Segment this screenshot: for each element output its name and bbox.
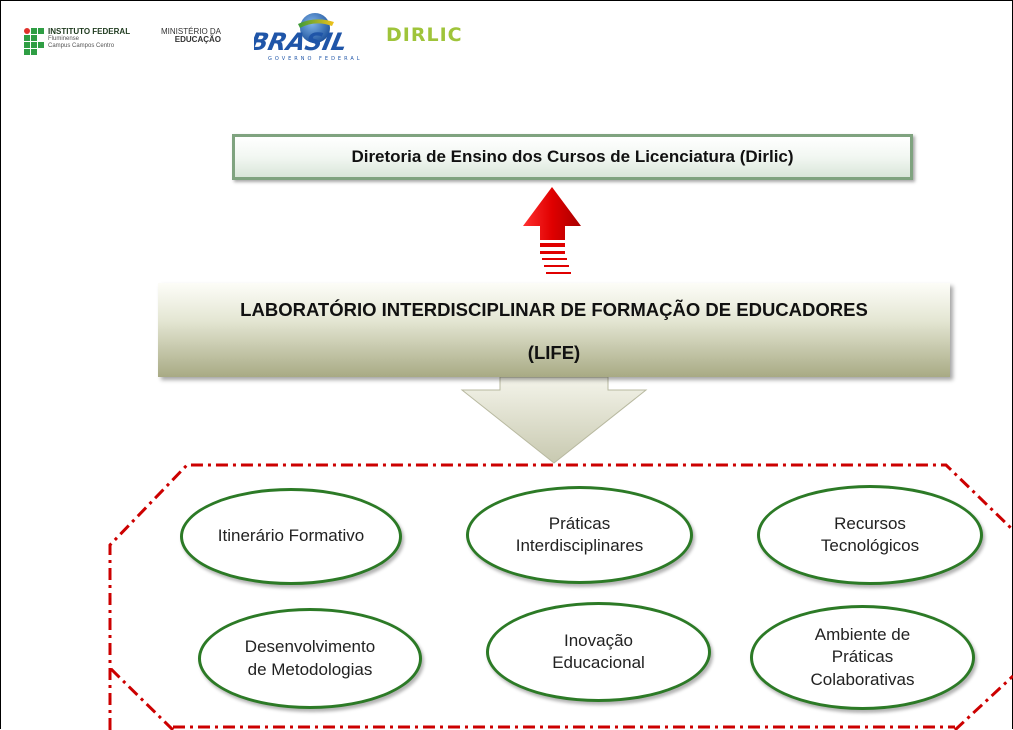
topic-itinerario-formativo: Itinerário Formativo (180, 488, 402, 585)
dirlic-box-label: Diretoria de Ensino dos Cursos de Licenc… (351, 147, 794, 166)
down-arrow-icon (460, 376, 648, 464)
mec-logo: MINISTÉRIO DA EDUCAÇÃO (161, 27, 222, 45)
brasil-logo-word: BRASIL (254, 27, 350, 56)
instituto-federal-logo: INSTITUTO FEDERAL Fluminense Campus Camp… (24, 27, 131, 55)
mec-logo-line2: EDUCAÇÃO (174, 35, 222, 45)
dirlic-logo-word: DIRLIC (386, 24, 463, 46)
topic-praticas-interdisciplinares: Práticas Interdisciplinares (466, 486, 693, 584)
if-logo-line2: Fluminense (48, 36, 80, 43)
life-box-abbr: (LIFE) (527, 342, 581, 363)
life-box-title: LABORATÓRIO INTERDISCIPLINAR DE FORMAÇÃO… (240, 299, 868, 320)
topic-desenvolvimento-metodologias: Desenvolvimento de Metodologias (198, 608, 422, 709)
if-logo-line3: Campus Campos Centro (48, 42, 115, 49)
mec-logo-line1: MINISTÉRIO DA (161, 27, 222, 36)
topics-dashed-border (108, 463, 1013, 730)
topic-inovacao-educacional: Inovação Educacional (486, 602, 711, 702)
dirlic-logo: DIRLIC (386, 24, 463, 46)
up-arrow-icon (523, 187, 581, 274)
topic-ambiente-praticas-colaborativas: Ambiente de Práticas Colaborativas (750, 605, 975, 710)
life-box: LABORATÓRIO INTERDISCIPLINAR DE FORMAÇÃO… (158, 283, 950, 377)
topic-recursos-tecnologicos: Recursos Tecnológicos (757, 485, 983, 585)
brasil-logo-sub: GOVERNO FEDERAL (268, 56, 363, 62)
if-grid-icon (24, 28, 44, 55)
if-logo-title: INSTITUTO FEDERAL (48, 27, 131, 36)
brasil-government-logo: BRASIL GOVERNO FEDERAL (254, 13, 363, 62)
dirlic-box: Diretoria de Ensino dos Cursos de Licenc… (232, 134, 913, 180)
